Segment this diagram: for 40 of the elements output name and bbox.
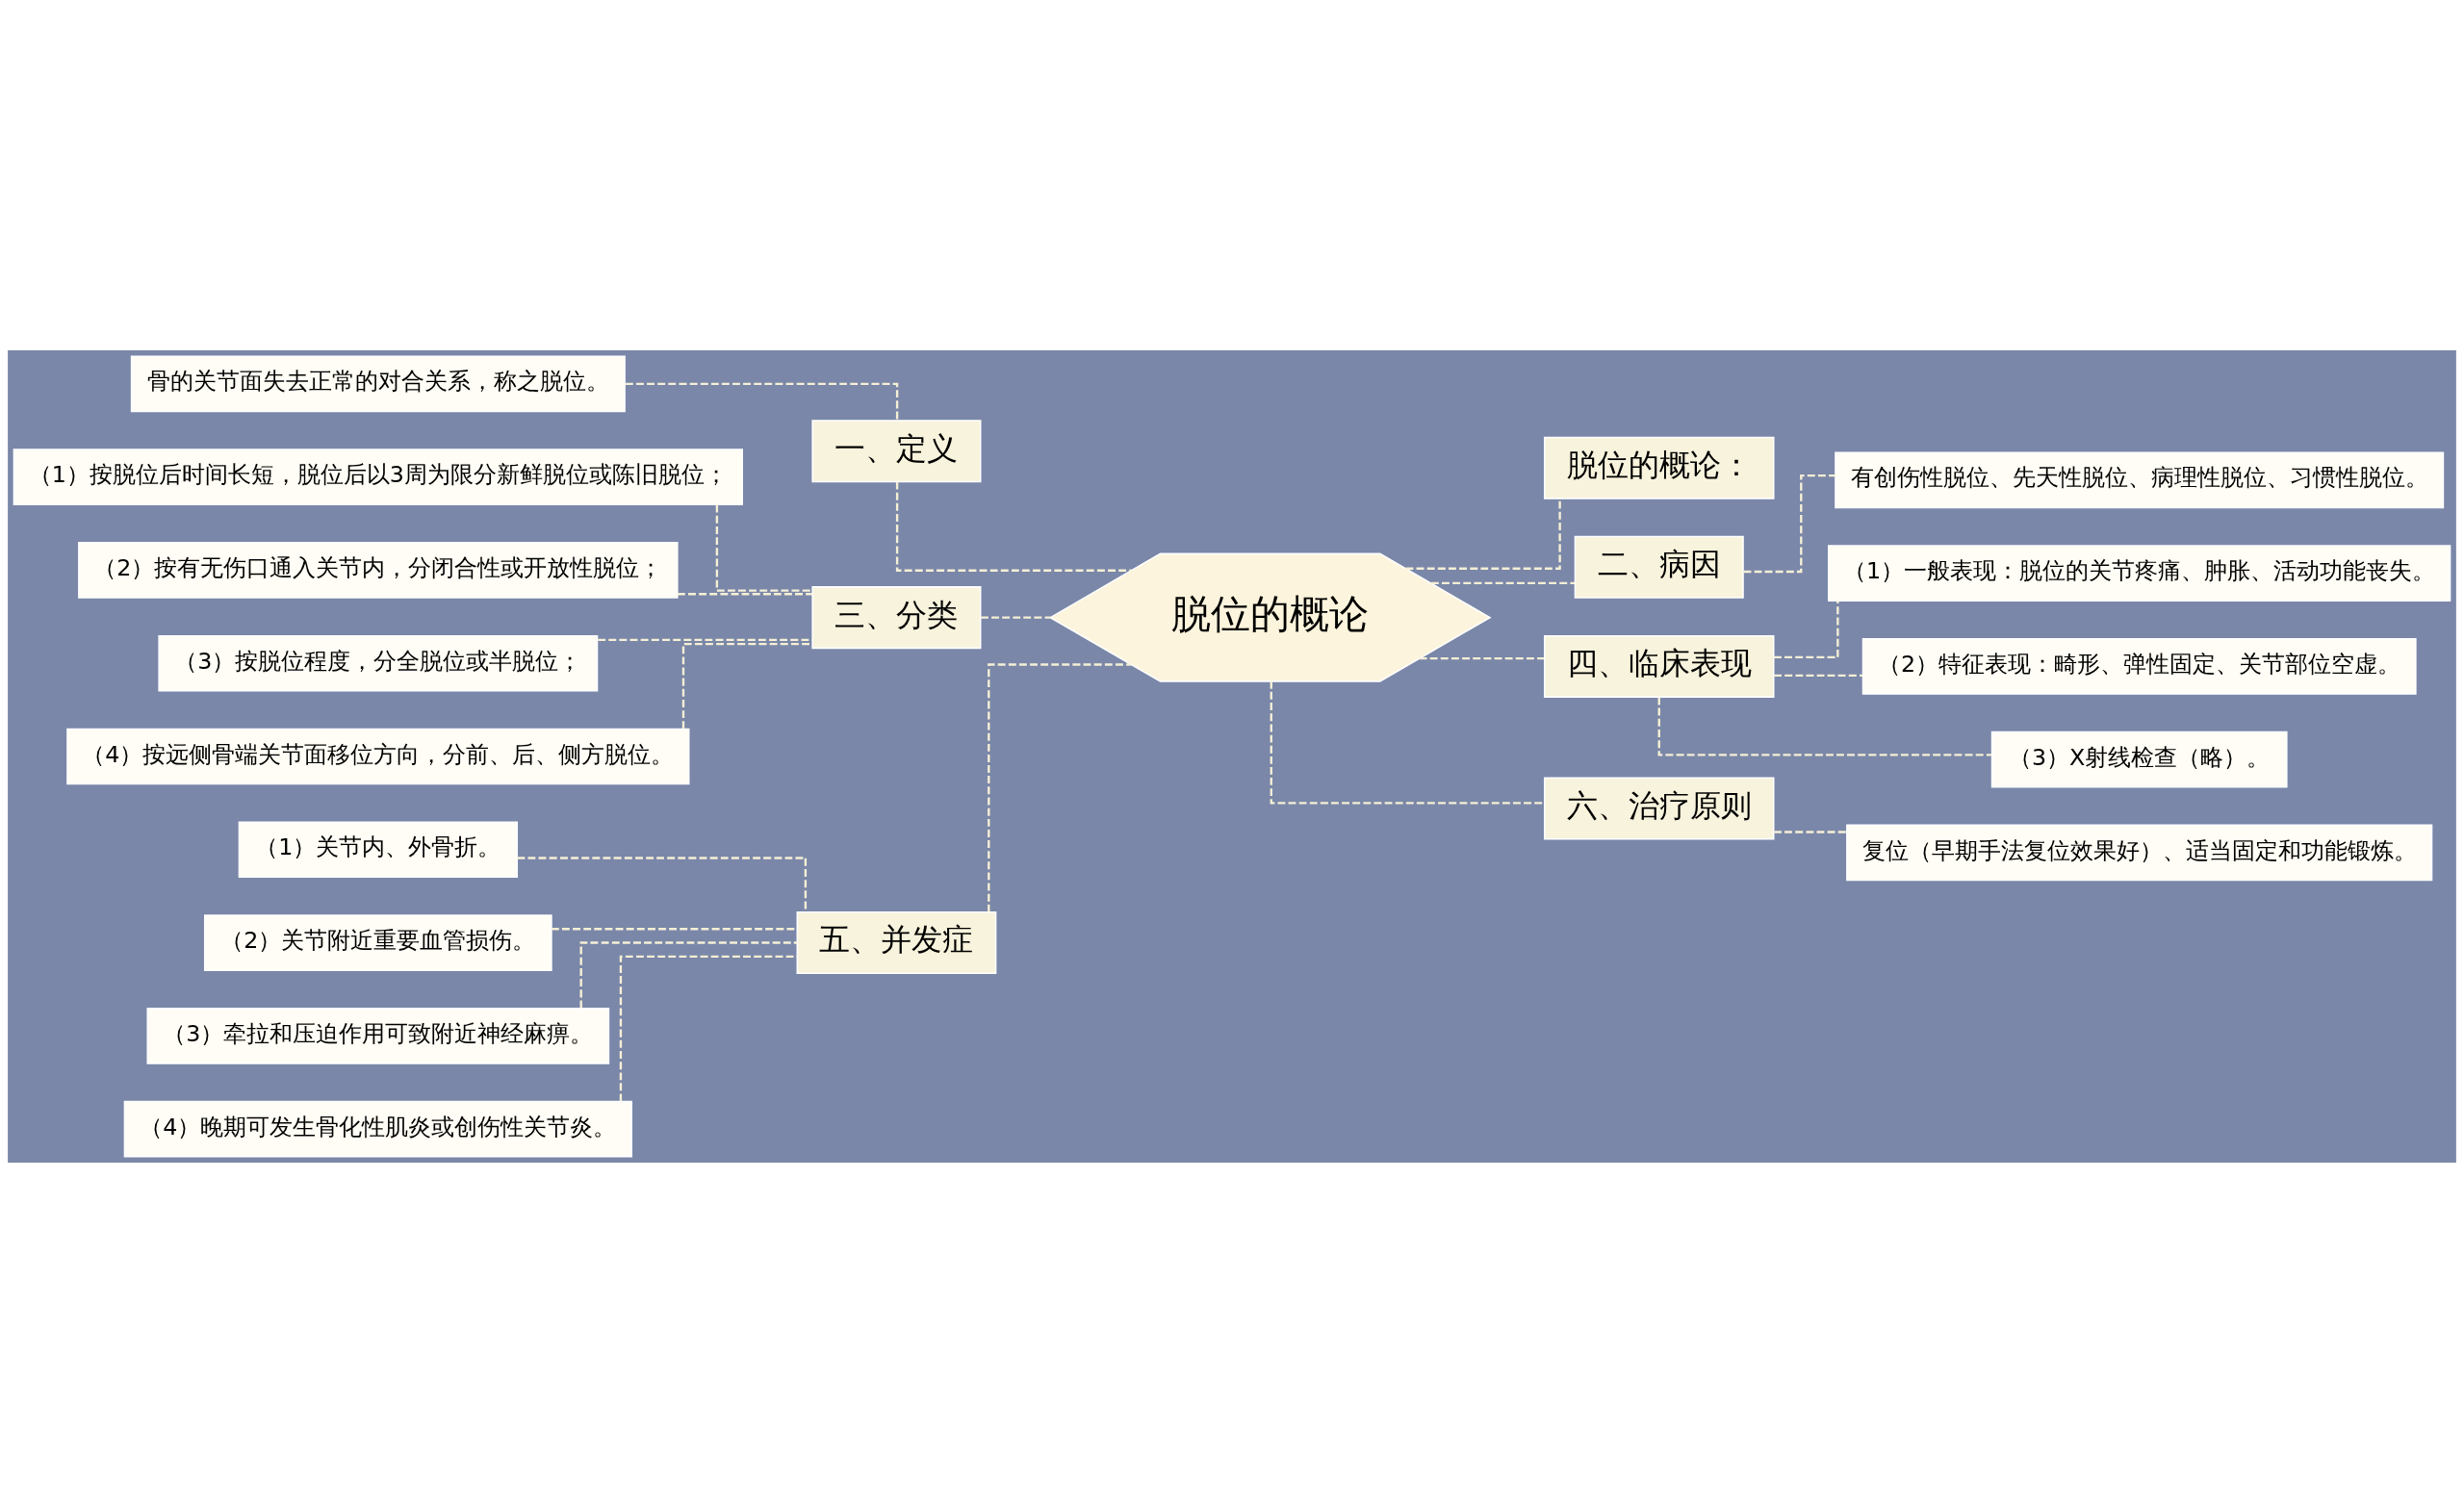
connector — [551, 927, 797, 930]
connector — [1773, 600, 1839, 658]
node-box: 脱位的概论： — [1543, 436, 1775, 500]
node-box: （1）一般表现：脱位的关节疼痛、肿胀、活动功能丧失。 — [1828, 544, 2451, 602]
connector — [681, 642, 812, 729]
connector — [579, 940, 798, 1008]
node-box: （4）按远侧骨端关节面移位方向，分前、后、侧方脱位。 — [66, 728, 690, 784]
node-box: 五、并发症 — [796, 910, 997, 974]
node-box: （2）特征表现：畸形、弹性固定、关节部位空虚。 — [1861, 637, 2417, 695]
node-box: 复位（早期手法复位效果好）、适当固定和功能锻炼。 — [1846, 824, 2433, 881]
connector — [619, 955, 797, 1101]
node-box: （2）关节附近重要血管损伤。 — [204, 913, 552, 971]
connector — [1430, 581, 1576, 584]
connector — [625, 382, 899, 421]
node-box: 一、定义 — [811, 419, 982, 482]
connector — [1657, 697, 1991, 756]
node-box: 三、分类 — [811, 585, 982, 649]
connector — [1743, 474, 1835, 573]
connector — [988, 662, 1132, 911]
node-box: 有创伤性脱位、先天性脱位、病理性脱位、习惯性脱位。 — [1835, 451, 2445, 508]
connector — [677, 592, 812, 595]
node-box: 二、病因 — [1574, 535, 1744, 599]
connector — [1774, 674, 1863, 677]
connector — [981, 615, 1051, 619]
connector — [598, 638, 812, 641]
node-box: （3）X射线检查（略）。 — [1990, 730, 2288, 788]
connector — [1774, 830, 1847, 833]
node-box: （3）按脱位程度，分全脱位或半脱位； — [158, 634, 599, 692]
node-box: 六、治疗原则 — [1543, 776, 1775, 839]
node-box: （1）关节内、外骨折。 — [238, 820, 518, 878]
node-box: 四、临床表现 — [1543, 634, 1775, 698]
connector — [895, 481, 1132, 572]
connector — [715, 504, 813, 592]
node-box: （2）按有无伤口通入关节内，分闭合性或开放性脱位； — [78, 541, 679, 599]
connector — [1419, 656, 1545, 659]
node-box: （3）牵拉和压迫作用可致附近神经麻痹。 — [146, 1007, 610, 1064]
node-box: （1）按脱位后时间长短，脱位后以3周为限分新鲜脱位或陈旧脱位； — [13, 448, 743, 505]
connector — [1270, 680, 1545, 805]
node-box: （4）晚期可发生骨化性肌炎或创伤性关节炎。 — [123, 1100, 632, 1157]
node-box: 骨的关节面失去正常的对合关系，称之脱位。 — [130, 355, 626, 412]
